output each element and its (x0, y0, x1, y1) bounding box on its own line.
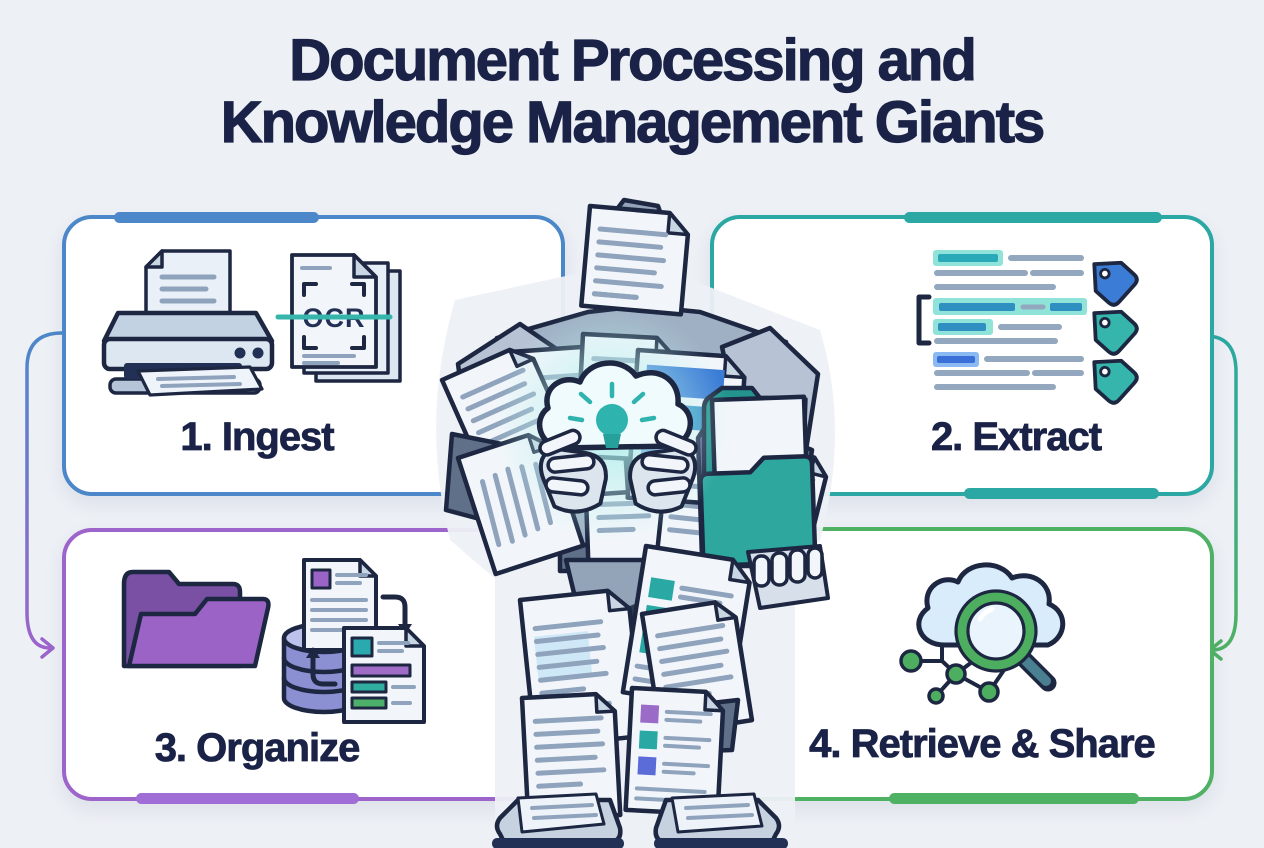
highlighted-text-lines-icon (916, 250, 1087, 390)
bracket-icon (916, 294, 932, 346)
tag-icon (1079, 297, 1142, 359)
tag-icon (1079, 248, 1142, 310)
document-colored-icon (342, 626, 426, 724)
page-title: Document Processing and Knowledge Manage… (0, 28, 1264, 155)
accent-bar (904, 212, 1162, 223)
accent-bar (114, 212, 319, 223)
accent-bar (964, 488, 1159, 499)
panel-extract: 2. Extract (710, 212, 1214, 499)
folder-icon (121, 569, 271, 669)
printer-scanner-icon (101, 249, 275, 397)
tag-icon (1079, 346, 1142, 408)
title-line-1: Document Processing and (289, 28, 978, 93)
accent-bar (136, 793, 359, 804)
robot-hand-right (628, 428, 698, 514)
panel-label-ingest: 1. Ingest (180, 415, 335, 460)
organize-icons (121, 558, 426, 724)
connector-ingest-to-organize (25, 331, 63, 659)
panel-retrieve-share: 4. Retrieve & Share (650, 527, 1214, 804)
accent-bar (889, 793, 1139, 804)
panel-organize: 3. Organize (62, 528, 620, 804)
panel-label-organize: 3. Organize (154, 726, 360, 771)
title-line-2: Knowledge Management Giants (220, 90, 1046, 155)
network-nodes-icon (899, 645, 1006, 705)
ingest-icons: OCR (101, 249, 402, 397)
panel-label-retrieve-share: 4. Retrieve & Share (809, 722, 1156, 767)
lightbulb-icon (567, 381, 657, 448)
magnifier-icon (954, 589, 1057, 692)
panel-ingest: OCR 1. Ingest (62, 212, 565, 496)
retrieve-icons (899, 562, 1066, 705)
head-document-icon (579, 203, 691, 317)
ocr-document-stack-icon: OCR (275, 253, 402, 383)
panel-label-extract: 2. Extract (930, 415, 1103, 460)
extract-icons (916, 248, 1142, 408)
arrowhead-right-icon (40, 637, 55, 659)
